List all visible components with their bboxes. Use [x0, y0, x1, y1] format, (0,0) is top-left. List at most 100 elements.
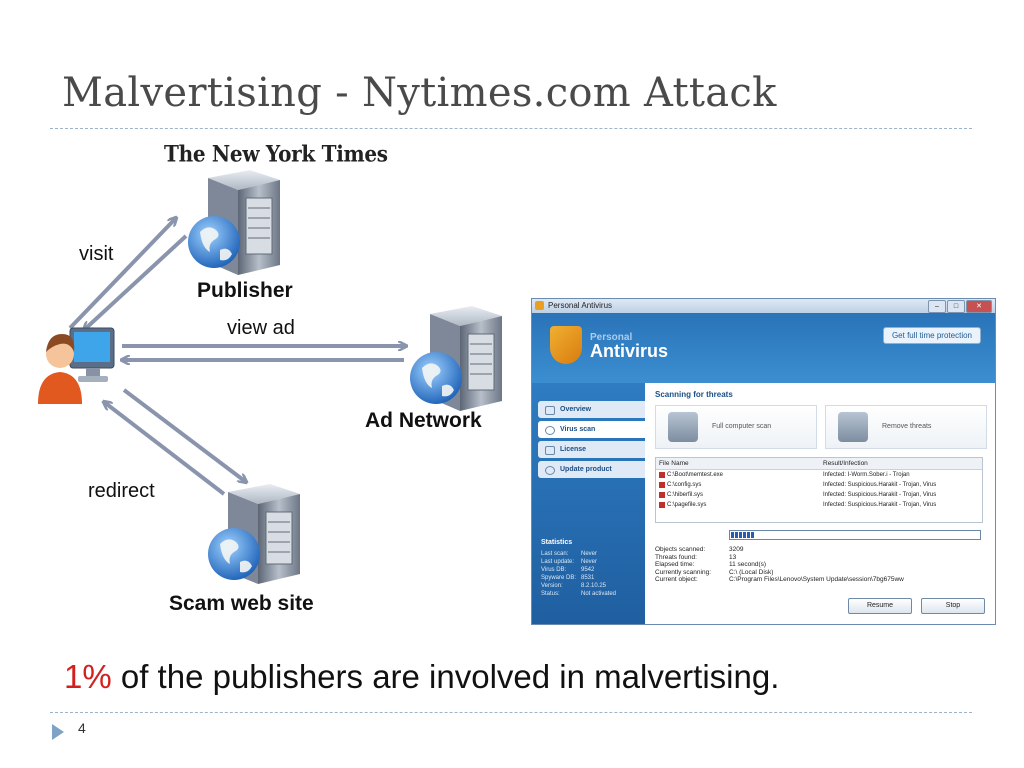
info-value: C:\Program Files\Lenovo\System Update\se… [729, 576, 904, 584]
node-label-ad-network: Ad Network [365, 409, 482, 432]
statistics-heading: Statistics [541, 539, 573, 546]
file-name: C:\hiberfil.sys [667, 492, 704, 498]
maximize-button[interactable]: □ [947, 300, 965, 313]
threat-icon [659, 492, 665, 498]
slide-title: Malvertising - Nytimes.com Attack [62, 70, 777, 116]
footer-divider [50, 712, 972, 713]
infection: Infected: Suspicious.Harakit - Trojan, V… [823, 482, 937, 488]
statistic-text: of the publishers are involved in malver… [111, 658, 780, 695]
nyt-logo: The New York Times [164, 140, 388, 168]
stat-value: Never [581, 559, 598, 565]
infection: Infected: I-Worm.Sober.i - Trojan [823, 472, 910, 478]
stat-value: 9542 [581, 567, 595, 573]
table-row[interactable]: C:\hiberfil.sys Infected: Suspicious.Hara… [656, 490, 982, 500]
info-key: Currently scanning: [655, 568, 711, 576]
nav-update-product[interactable]: Update product [538, 461, 645, 478]
file-name: C:\config.sys [667, 482, 702, 488]
nav-label: Virus scan [560, 426, 596, 433]
av-header: Personal Antivirus Get full time protect… [532, 313, 995, 383]
av-brand-big: Antivirus [590, 341, 669, 361]
threat-icon [659, 482, 665, 488]
statistic-highlight: 1% [64, 658, 112, 695]
stat-key: Spyware DB: [541, 575, 577, 581]
nav-label: Overview [560, 406, 592, 413]
scam-site-server-icon [208, 484, 300, 584]
info-key: Objects scanned: [655, 546, 706, 553]
attack-diagram [38, 170, 502, 584]
arrow-view-ad [122, 346, 406, 360]
av-brand-small: Personal [590, 332, 633, 343]
nav-license[interactable]: License [538, 441, 645, 458]
arrow-visit [68, 218, 188, 330]
close-button[interactable]: ✕ [966, 300, 992, 313]
table-row[interactable]: C:\Boot\memtest.exe Infected: I-Worm.Sobe… [656, 470, 982, 480]
stat-value: Never [581, 551, 598, 557]
av-title-bar: Personal Antivirus – □ ✕ [532, 299, 995, 313]
nav-label: License [560, 446, 587, 453]
stat-value: 8.2.10.25 [581, 583, 607, 589]
table-row[interactable]: C:\pagefile.sys Infected: Suspicious.Hara… [656, 500, 982, 510]
scan-heading: Scanning for threats [655, 390, 733, 399]
col-result: Result/Infection [823, 460, 868, 467]
title-divider [50, 128, 972, 129]
shield-icon [535, 301, 544, 310]
table-row[interactable]: C:\config.sys Infected: Suspicious.Haraki… [656, 480, 982, 490]
publisher-server-icon [188, 170, 280, 275]
gear-icon [545, 466, 555, 475]
info-value: C:\ (Local Disk) [729, 568, 774, 576]
magnifier-icon [545, 426, 555, 435]
stat-value: Not activated [581, 591, 617, 597]
threat-icon [659, 502, 665, 508]
arrow-redirect [104, 388, 246, 496]
info-key: Elapsed time: [655, 561, 695, 569]
info-value: 11 second(s) [729, 561, 767, 569]
info-key: Threats found: [655, 553, 697, 561]
file-name: C:\Boot\memtest.exe [667, 472, 724, 478]
infection: Infected: Suspicious.Harakit - Trojan, V… [823, 492, 937, 498]
av-window-title: Personal Antivirus [548, 301, 613, 310]
stat-key: Virus DB: [541, 567, 567, 573]
info-key: Current object: [655, 576, 698, 584]
nav-overview[interactable]: Overview [538, 401, 645, 418]
av-statistics: Statistics Last scan: Never Last update: N… [541, 539, 616, 598]
ad-network-server-icon [410, 306, 502, 411]
infection-table: File Name Result/Infection C:\Boot\memtes… [655, 457, 983, 523]
av-sidebar: Overview Virus scan License Update produ… [532, 383, 645, 624]
col-file-name: File Name [659, 460, 689, 467]
stat-key: Version: [541, 583, 563, 589]
info-value: 13 [729, 553, 737, 561]
scan-icon [668, 412, 698, 442]
stop-button[interactable]: Stop [921, 598, 985, 614]
resume-button[interactable]: Resume [848, 598, 912, 614]
info-value: 3209 [729, 546, 744, 553]
stat-key: Last update: [541, 559, 575, 565]
file-name: C:\pagefile.sys [667, 502, 707, 508]
get-full-protection-button[interactable]: Get full time protection [882, 327, 981, 344]
license-icon [545, 446, 555, 455]
progress-fill [731, 532, 755, 538]
infection: Infected: Suspicious.Harakit - Trojan, V… [823, 502, 937, 508]
card-label: Full computer scan [712, 423, 772, 430]
statistic-statement: 1% of the publishers are involved in mal… [64, 658, 779, 696]
fake-antivirus-window: Personal Antivirus – □ ✕ Personal Antivi… [531, 298, 996, 625]
edge-label-view-ad: view ad [227, 317, 295, 339]
nav-virus-scan[interactable]: Virus scan [538, 421, 645, 438]
stat-key: Status: [541, 591, 560, 597]
page-number: 4 [78, 720, 86, 736]
minimize-button[interactable]: – [928, 300, 946, 313]
stat-key: Last scan: [541, 551, 569, 557]
remove-threats-card[interactable]: Remove threats [825, 405, 987, 449]
edge-label-redirect: redirect [88, 480, 155, 502]
footer-triangle-icon [52, 724, 64, 740]
av-logo-shield-icon [550, 326, 582, 364]
overview-icon [545, 406, 555, 415]
scan-progress-bar [729, 530, 981, 540]
edge-label-visit: visit [79, 243, 114, 265]
threat-icon [659, 472, 665, 478]
full-scan-card[interactable]: Full computer scan [655, 405, 817, 449]
shield-check-icon [838, 412, 868, 442]
av-main-panel: Scanning for threats Full computer scan … [645, 383, 995, 624]
node-label-scam-site: Scam web site [169, 592, 314, 615]
card-label: Remove threats [882, 423, 932, 430]
user-computer-icon [38, 327, 115, 404]
